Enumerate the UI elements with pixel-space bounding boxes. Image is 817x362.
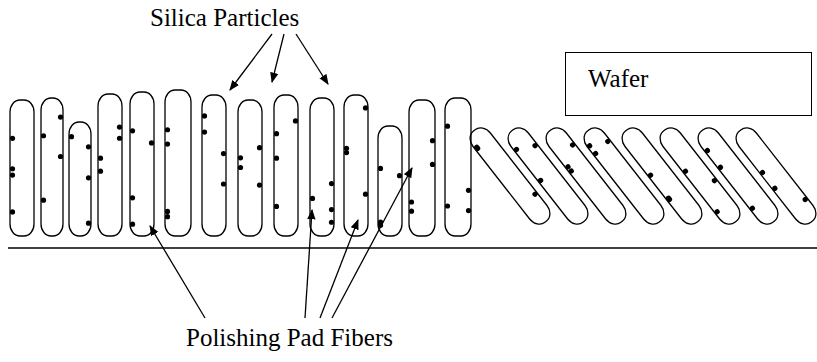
pad-fiber (344, 95, 368, 236)
silica-particle (329, 181, 334, 186)
pad-fiber (202, 95, 226, 236)
silica-particle (117, 136, 122, 141)
pad-fiber (378, 126, 402, 236)
fiber-label: Polishing Pad Fibers (186, 324, 393, 352)
silica-particle (274, 131, 279, 136)
compressed-fiber (466, 124, 555, 229)
silica-particle (41, 133, 46, 138)
compressed-fiber (732, 124, 817, 229)
silica-particle (98, 156, 103, 161)
silica-group (647, 172, 673, 204)
silica-particle (165, 142, 170, 147)
wafer-label: Wafer (588, 65, 648, 93)
silica-particle (202, 113, 207, 118)
silica-group (556, 141, 589, 174)
silica-particle (98, 169, 103, 174)
silica-particle (397, 173, 402, 178)
pad-fiber (238, 100, 262, 236)
silica-particle (274, 156, 279, 161)
compressed-fiber (580, 124, 669, 229)
silica-particle (445, 124, 450, 129)
silica-particle (310, 196, 315, 201)
silica-particle (130, 222, 135, 227)
pad-fiber (10, 100, 34, 236)
silica-particle (165, 214, 170, 219)
pad-fiber (130, 92, 154, 236)
silica-particle (117, 124, 122, 129)
silica-particles (10, 105, 809, 227)
pad-fiber (409, 100, 435, 236)
silica-particle (165, 127, 170, 132)
compressed-fiber (694, 124, 783, 229)
pad-fiber (69, 122, 91, 236)
pad-fiber (41, 98, 63, 236)
silica-particle (10, 136, 15, 141)
silica-particle (86, 221, 91, 226)
silica-particle (329, 207, 334, 212)
silica-particle (130, 128, 135, 133)
silica-particle (430, 162, 435, 167)
wafer-box: Wafer (565, 52, 812, 116)
silica-group (586, 132, 613, 157)
pad-base-line (8, 247, 817, 249)
silica-particle (69, 134, 74, 139)
silica-particle (363, 105, 368, 110)
silica-group (513, 135, 558, 184)
particle-label: Silica Particles (150, 4, 299, 32)
leader-arrows (150, 34, 412, 318)
silica-group (704, 147, 756, 212)
silica-group (759, 158, 809, 213)
silica-particle (221, 181, 226, 186)
silica-particle (430, 138, 435, 143)
silica-particle (344, 150, 349, 155)
silica-group (473, 133, 539, 208)
pad-fiber (165, 90, 191, 236)
silica-particle (165, 209, 170, 214)
compressed-fiber (504, 124, 593, 229)
silica-particle (10, 209, 15, 214)
silica-particle (41, 198, 46, 203)
silica-group (682, 157, 734, 215)
pad-fiber (310, 98, 334, 236)
silica-particle (409, 209, 414, 214)
pad-fiber (274, 95, 298, 236)
silica-particle (293, 118, 298, 123)
silica-particle (257, 182, 262, 187)
silica-particle (221, 151, 226, 156)
silica-particle (130, 195, 135, 200)
silica-particle (363, 192, 368, 197)
silica-particle (10, 166, 15, 171)
pad-fiber (445, 98, 471, 236)
silica-particle (445, 203, 450, 208)
silica-particle (378, 166, 383, 171)
silica-particle (86, 144, 91, 149)
compressed-fiber (542, 124, 631, 229)
pad-fiber (98, 94, 122, 236)
silica-particle (409, 199, 414, 204)
silica-particle (274, 204, 279, 209)
silica-particle (238, 165, 243, 170)
silica-particle (10, 172, 15, 177)
compressed-fiber (656, 124, 745, 229)
silica-particle (238, 155, 243, 160)
silica-particle (58, 114, 63, 119)
silica-particle (466, 188, 471, 193)
silica-particle (329, 220, 334, 225)
silica-particle (86, 175, 91, 180)
silica-particle (149, 140, 154, 145)
silica-particle (202, 129, 207, 134)
silica-particle (466, 208, 471, 213)
silica-particle (257, 145, 262, 150)
compressed-fiber (618, 124, 707, 229)
silica-particle (58, 154, 63, 159)
